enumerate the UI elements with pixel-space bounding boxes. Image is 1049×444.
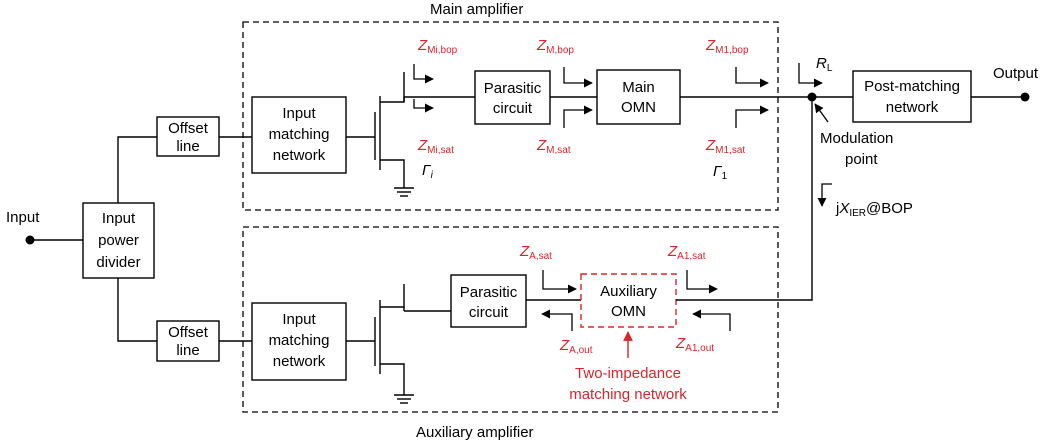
zm-bop-label: ZM,bop [536,37,574,56]
imn-main-label-3: network [273,147,326,164]
rl-arrow [798,63,823,88]
main-omn-label-2: OMN [621,99,656,116]
zmi-bop-label: ZMi,bop [417,37,458,56]
gamma-i-label: Γi [422,162,434,181]
za-out-arrow [541,309,573,331]
zmi-sat-label: ZMi,sat [417,137,454,156]
zm-sat-arrow [563,105,593,128]
main-amplifier-region [242,21,779,211]
parasitic-aux-label-1: Parasitic [460,284,518,301]
za-sat-label: ZA,sat [519,243,552,262]
zmi-sat-arrow [413,99,434,113]
offset-main-label-1: Offset [168,120,209,137]
parasitic-main-label-2: circuit [493,100,533,117]
offset-main-label-2: line [176,138,199,155]
jx-ier-label: jXIER@BOP [835,200,913,219]
zm1-bop-label: ZM1,bop [705,37,749,56]
gamma-1-label: Γ1 [713,163,728,182]
output-label: Output [993,65,1039,82]
input-power-divider-block [82,202,155,279]
divider-label-1: Input [102,210,136,227]
divider-lower-branch [117,278,157,342]
input-matching-network-aux-block [251,302,347,381]
offset-aux-label-2: line [176,342,199,359]
modulation-label-2: point [845,151,878,168]
divider-upper-branch [117,136,157,203]
parasitic-aux-label-2: circuit [469,304,509,321]
imn-aux-label-1: Input [282,311,316,328]
za1-out-label: ZA1,out [675,335,714,354]
za1-sat-arrow [686,270,718,294]
main-omn-block [596,69,681,125]
main-amplifier-title: Main amplifier [430,1,523,18]
post-matching-network-block [852,70,972,123]
input-label: Input [6,209,40,226]
main-omn-label-1: Main [622,79,655,96]
aux-omn-label-2: OMN [611,303,646,320]
two-impedance-label-2: matching network [569,386,687,403]
modulation-pointer-arrow [814,103,829,123]
aux-omn-label-1: Auxiliary [600,283,657,300]
imn-main-label-1: Input [282,105,316,122]
aux-transistor-symbol [346,284,451,395]
input-matching-network-main-block [251,96,347,174]
za-out-label: ZA,out [559,337,593,356]
imn-aux-label-2: matching [269,332,330,349]
za1-out-arrow [692,309,731,331]
parasitic-main-label-1: Parasitic [484,80,542,97]
auxiliary-amplifier-title: Auxiliary amplifier [416,424,534,441]
zm-bop-arrow [563,67,593,88]
main-ground-icon [394,187,414,197]
divider-label-2: power [98,232,139,249]
zm1-sat-label: ZM1,sat [705,137,745,156]
pmn-label-1: Post-matching [864,78,960,95]
parasitic-circuit-main-block [474,70,551,125]
parasitic-circuit-aux-block [450,274,527,328]
offset-aux-label-1: Offset [168,324,209,341]
imn-aux-label-3: network [273,353,326,370]
pmn-label-2: network [886,99,939,116]
imn-main-label-2: matching [269,126,330,143]
aux-ground-icon [394,394,414,404]
auxiliary-omn-block [580,273,677,328]
zmi-bop-arrow [413,64,434,84]
offset-line-aux-block [156,320,220,362]
output-terminal [1020,92,1030,102]
modulation-label-1: Modulation [820,130,893,147]
wire-aux-omn-to-node [676,97,813,301]
za1-sat-label: ZA1,sat [667,243,706,262]
main-transistor-symbol [346,72,475,188]
jx-arrow [817,183,832,207]
zm-sat-label: ZM,sat [536,137,571,156]
za-sat-arrow [542,270,577,294]
divider-label-3: divider [96,254,140,271]
rl-label: RL [816,55,833,74]
zm1-bop-arrow [735,67,769,88]
zm1-sat-arrow [735,105,769,128]
two-impedance-label-1: Two-impedance [575,365,681,382]
